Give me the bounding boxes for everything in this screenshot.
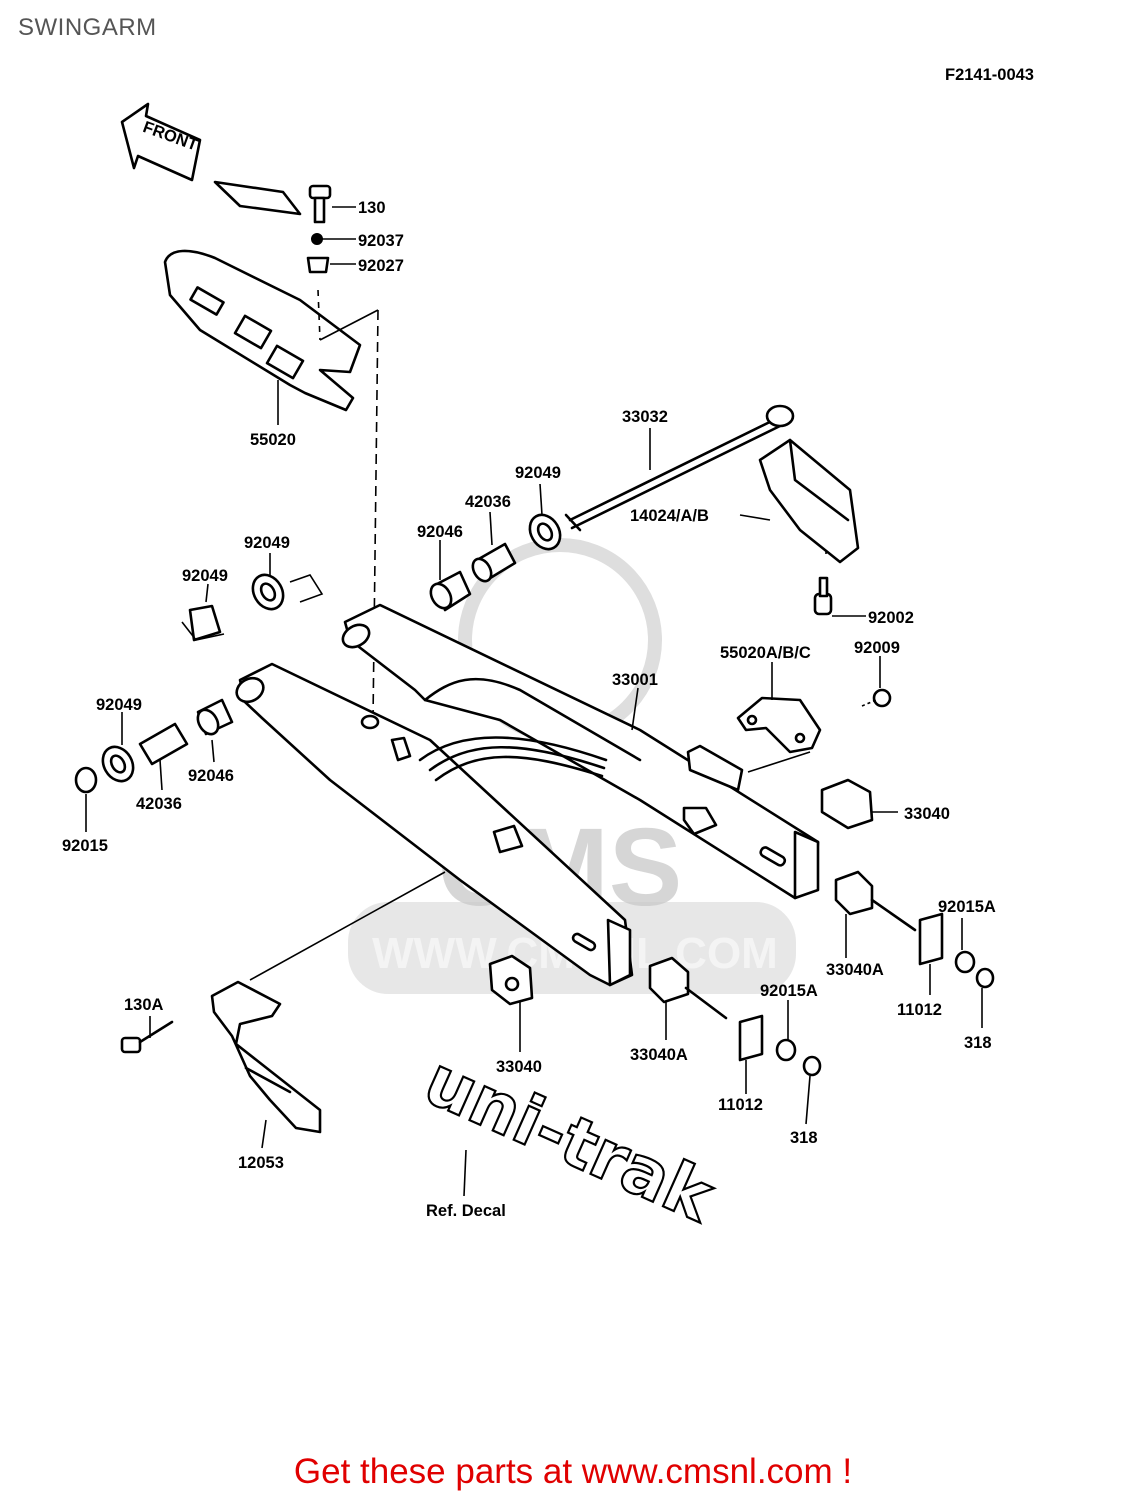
part-labels: 130 92037 92027 55020 33032 14024/A/B 92… bbox=[62, 199, 996, 1172]
part-label-318: 318 bbox=[964, 1034, 992, 1052]
part-label-11012: 11012 bbox=[897, 1001, 942, 1019]
part-label-130: 130 bbox=[358, 199, 386, 217]
chain-cover bbox=[120, 980, 322, 1134]
front-arrow: FRONT bbox=[120, 102, 202, 182]
left-bearings bbox=[74, 698, 234, 794]
part-label-92037: 92037 bbox=[358, 232, 404, 250]
chain-adjusters-right bbox=[820, 778, 995, 989]
part-label-92049: 92049 bbox=[515, 464, 561, 482]
page-title: SWINGARM bbox=[18, 14, 157, 41]
part-label-33040: 33040 bbox=[904, 805, 950, 823]
chain-slider bbox=[758, 438, 860, 616]
decal-ref-label: Ref. Decal bbox=[426, 1202, 506, 1220]
bolt-130 bbox=[306, 184, 332, 274]
part-label-33040: 33040 bbox=[496, 1058, 542, 1076]
part-label-92009: 92009 bbox=[854, 639, 900, 657]
part-label-12053: 12053 bbox=[238, 1154, 284, 1172]
unitrak-decal: uni-trak Ref. Decal bbox=[412, 1040, 727, 1239]
chain-adjusters-left bbox=[488, 954, 822, 1077]
swingarm-body bbox=[235, 603, 820, 987]
footer-cta-link[interactable]: Get these parts at www.cmsnl.com ! bbox=[293, 1452, 853, 1491]
figure-code: F2141-0043 bbox=[945, 66, 1034, 84]
part-label-92027: 92027 bbox=[358, 257, 404, 275]
upper-bushings bbox=[181, 513, 562, 642]
part-label-11012: 11012 bbox=[718, 1096, 763, 1114]
part-label-33040a: 33040A bbox=[630, 1046, 688, 1064]
part-label-33001: 33001 bbox=[612, 671, 658, 689]
part-label-33040a: 33040A bbox=[826, 961, 884, 979]
part-label-14024: 14024/A/B bbox=[630, 507, 709, 525]
part-label-92049: 92049 bbox=[182, 567, 228, 585]
chain-guard-part bbox=[163, 180, 362, 412]
part-label-92046: 92046 bbox=[188, 767, 234, 785]
part-label-42036: 42036 bbox=[465, 493, 511, 511]
part-label-92046: 92046 bbox=[417, 523, 463, 541]
part-label-55020abc: 55020A/B/C bbox=[720, 644, 811, 662]
part-label-92015: 92015 bbox=[62, 837, 108, 855]
bracket-55020abc bbox=[736, 688, 892, 754]
part-label-318: 318 bbox=[790, 1129, 818, 1147]
part-label-92015a: 92015A bbox=[760, 982, 818, 1000]
part-label-92049: 92049 bbox=[244, 534, 290, 552]
pivot-shaft bbox=[564, 404, 795, 532]
part-label-42036: 42036 bbox=[136, 795, 182, 813]
part-label-130a: 130A bbox=[124, 996, 164, 1014]
part-label-55020: 55020 bbox=[250, 431, 296, 449]
part-label-33032: 33032 bbox=[622, 408, 668, 426]
part-label-92049: 92049 bbox=[96, 696, 142, 714]
leader-lines bbox=[85, 206, 983, 1197]
part-label-92002: 92002 bbox=[868, 609, 914, 627]
part-label-92015a: 92015A bbox=[938, 898, 996, 916]
